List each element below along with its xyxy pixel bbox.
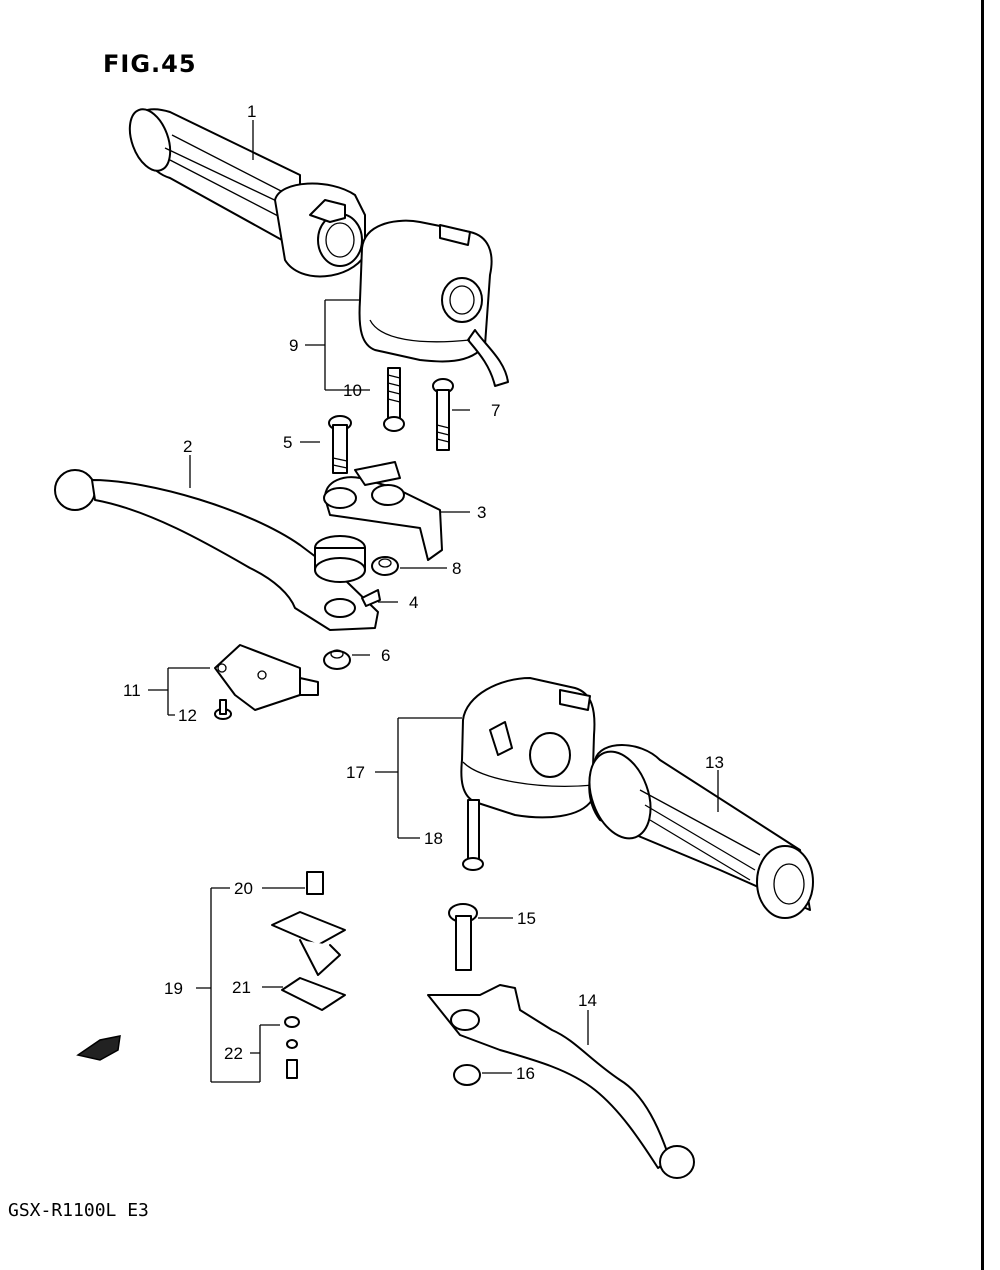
callout-9: 9 — [289, 336, 298, 355]
part-7-pivot-bolt[interactable] — [432, 378, 454, 451]
part-14-clutch-lever[interactable] — [427, 984, 695, 1179]
part-4-screw[interactable] — [361, 589, 381, 607]
callout-5: 5 — [283, 433, 292, 452]
forward-arrow-icon — [76, 1035, 121, 1061]
part-5-pivot-bolt[interactable] — [328, 415, 352, 474]
page-border — [981, 0, 984, 1270]
part-10-screw[interactable] — [383, 367, 405, 432]
part-8-nut[interactable] — [371, 556, 399, 576]
callout-20: 20 — [234, 879, 253, 898]
callout-labels: 1 2 3 4 5 6 7 8 9 10 11 12 13 14 15 16 1… — [123, 102, 724, 1083]
part-22-washer-screw[interactable] — [284, 1016, 300, 1079]
callout-17: 17 — [346, 763, 365, 782]
part-3-lever-holder[interactable] — [323, 461, 443, 561]
model-code: GSX-R1100L E3 — [8, 1200, 149, 1221]
callout-19: 19 — [164, 979, 183, 998]
callout-14: 14 — [578, 991, 597, 1010]
callout-13: 13 — [705, 753, 724, 772]
leader-lines — [148, 120, 719, 1083]
callout-18: 18 — [424, 829, 443, 848]
callout-21: 21 — [232, 978, 251, 997]
callout-16: 16 — [516, 1064, 535, 1083]
part-6-nut[interactable] — [323, 649, 351, 670]
callout-4: 4 — [409, 593, 418, 612]
part-11-front-brake-switch[interactable] — [214, 644, 319, 711]
part-19-clamp-set[interactable] — [271, 911, 346, 1011]
callout-15: 15 — [517, 909, 536, 928]
part-15-pivot-bolt[interactable] — [448, 903, 478, 971]
part-16-nut[interactable] — [453, 1064, 481, 1086]
callout-6: 6 — [381, 646, 390, 665]
part-9-left-switch-assembly[interactable] — [358, 219, 509, 387]
part-13-right-grip[interactable] — [578, 743, 814, 919]
callout-8: 8 — [452, 559, 461, 578]
callout-12: 12 — [178, 706, 197, 725]
callout-3: 3 — [477, 503, 486, 522]
callout-22: 22 — [224, 1044, 243, 1063]
part-12-screw[interactable] — [214, 699, 232, 720]
callout-2: 2 — [183, 437, 192, 456]
part-2-brake-lever[interactable] — [54, 469, 379, 631]
part-20-screw[interactable] — [306, 871, 324, 895]
callout-1: 1 — [247, 102, 256, 121]
part-1-throttle-grip[interactable] — [122, 104, 366, 278]
callout-11: 11 — [123, 681, 141, 700]
part-17-right-switch-assembly[interactable] — [460, 677, 596, 819]
callout-10: 10 — [343, 381, 362, 400]
figure-title: FIG.45 — [103, 50, 197, 78]
callout-7: 7 — [491, 401, 500, 420]
part-18-screw[interactable] — [462, 799, 484, 871]
